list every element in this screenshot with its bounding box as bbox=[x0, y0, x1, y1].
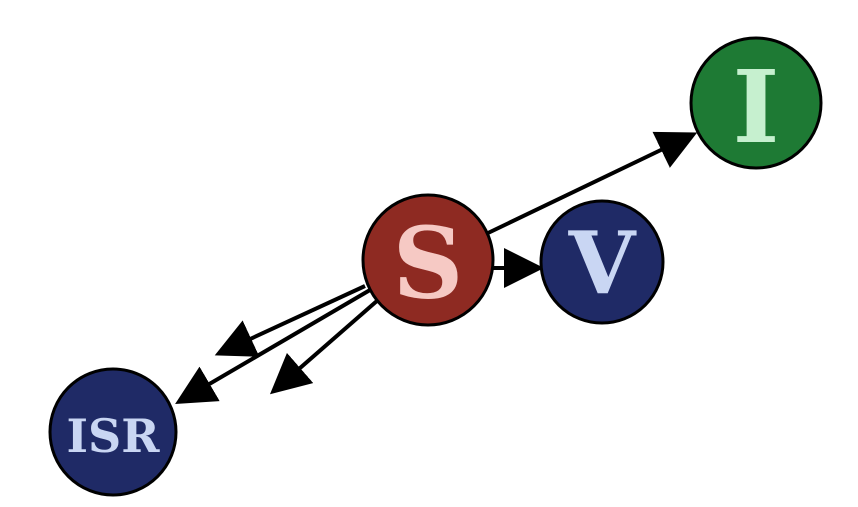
node-s-label: S bbox=[393, 207, 464, 322]
edge-s-to-isr bbox=[175, 288, 372, 405]
node-i: I bbox=[689, 36, 823, 170]
node-isr-circle bbox=[48, 367, 178, 497]
edge-s-to-i bbox=[487, 131, 698, 235]
node-isr: ISR bbox=[48, 367, 178, 497]
node-i-label: I bbox=[733, 48, 780, 166]
edge-s-to-unlabeled-2 bbox=[269, 298, 380, 395]
node-v: V bbox=[539, 199, 665, 325]
node-i-circle bbox=[689, 36, 823, 170]
node-s-circle bbox=[361, 193, 495, 327]
node-v-circle bbox=[539, 199, 665, 325]
node-isr-label: ISR bbox=[67, 409, 161, 463]
node-v-label: V bbox=[568, 214, 637, 315]
edges bbox=[175, 131, 698, 405]
node-s: S bbox=[361, 193, 495, 327]
edge-s-to-unlabeled-1 bbox=[214, 284, 366, 357]
